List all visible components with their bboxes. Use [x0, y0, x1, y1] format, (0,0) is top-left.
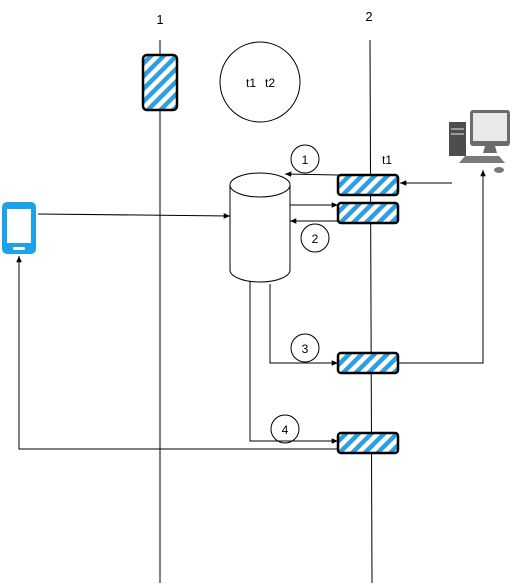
activation-block-3[interactable] — [336, 351, 400, 375]
arrow-block3-to-computer — [398, 170, 486, 364]
arrow-block4-to-phone — [16, 256, 338, 450]
circle-label-t1: t1 — [246, 76, 256, 90]
step-circle-1 — [290, 144, 320, 174]
activation-block-1[interactable] — [336, 173, 400, 197]
lane-label-2: 2 — [365, 9, 372, 24]
activation-block-lane-1[interactable] — [141, 53, 179, 112]
step-circle-4 — [270, 414, 300, 444]
mobile-phone-icon[interactable] — [2, 202, 36, 254]
step-circle-3 — [290, 333, 320, 363]
database-cylinder[interactable] — [229, 172, 291, 283]
block-label-t1: t1 — [382, 153, 392, 167]
activation-block-4[interactable] — [336, 431, 400, 455]
circle-label-t2: t2 — [265, 76, 275, 90]
arrow-db-to-block3 — [269, 284, 338, 366]
step-circle-2 — [300, 223, 330, 253]
step-label-1: 1 — [302, 153, 309, 167]
arrow-db-to-block4 — [249, 281, 338, 444]
arrow-block1-to-db — [284, 171, 339, 177]
arrow-phone-to-db — [37, 213, 231, 219]
activation-block-2[interactable] — [336, 201, 400, 225]
step-label-2: 2 — [312, 232, 319, 246]
lane-label-1: 1 — [156, 12, 163, 27]
lifeline-2 — [369, 39, 373, 584]
step-label-4: 4 — [282, 423, 289, 437]
desktop-computer-icon[interactable] — [449, 110, 510, 173]
step-label-3: 3 — [302, 342, 309, 356]
state-circle[interactable] — [219, 41, 301, 123]
